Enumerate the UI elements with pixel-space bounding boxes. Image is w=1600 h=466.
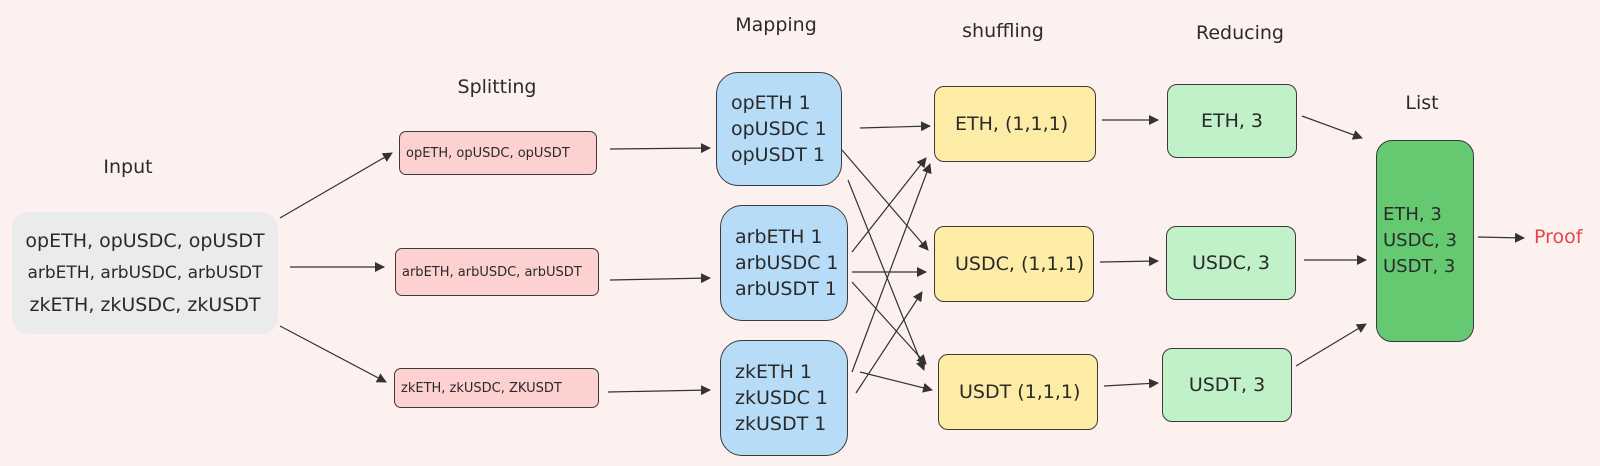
list-line-usdc: USDC, 3	[1383, 230, 1457, 251]
edge-input-split-3	[279, 325, 387, 383]
map-line: arbETH 1	[735, 226, 823, 248]
stage-label-splitting: Splitting	[457, 76, 537, 98]
map-line: opUSDC 1	[731, 118, 827, 140]
split-text-op: opETH, opUSDC, opUSDT	[406, 145, 570, 161]
edge-map1-usdt	[847, 179, 926, 371]
map-line: zkUSDT 1	[735, 413, 827, 435]
stage-label-list: List	[1405, 92, 1439, 114]
edge-map2-eth	[851, 157, 927, 253]
input-line-arb: arbETH, arbUSDC, arbUSDT	[27, 263, 263, 283]
shuffle-box-usdt: USDT (1,1,1)	[938, 354, 1098, 430]
map-box-zk: zkETH 1 zkUSDC 1 zkUSDT 1	[720, 340, 848, 456]
reduce-text-usdt: USDT, 3	[1188, 374, 1266, 396]
edge-split-map-1	[609, 143, 711, 154]
list-box: ETH, 3 USDC, 3 USDT, 3	[1376, 140, 1474, 342]
reduce-text-eth: ETH, 3	[1200, 110, 1264, 132]
edge-map3-eth	[851, 163, 932, 373]
edge-shuf-red-3	[1103, 378, 1159, 389]
map-line: opETH 1	[731, 92, 811, 114]
edge-split-map-2	[609, 273, 711, 284]
reduce-box-usdt: USDT, 3	[1162, 348, 1292, 422]
edge-map1-eth	[859, 121, 931, 132]
edge-map2-usdt	[851, 281, 927, 365]
edge-input-split-1	[279, 152, 393, 219]
reduce-box-usdc: USDC, 3	[1166, 226, 1296, 300]
stage-label-mapping: Mapping	[735, 14, 817, 36]
edge-red-list-3	[1295, 323, 1367, 367]
input-box: opETH, opUSDC, opUSDT arbETH, arbUSDC, a…	[12, 212, 278, 334]
proof-label: Proof	[1534, 226, 1583, 248]
edge-red-list-1	[1301, 115, 1363, 140]
shuffle-text-usdt: USDT (1,1,1)	[959, 381, 1081, 403]
shuffle-box-eth: ETH, (1,1,1)	[934, 86, 1096, 162]
split-box-arb: arbETH, arbUSDC, arbUSDT	[395, 248, 599, 296]
edge-map3-usdt	[859, 371, 933, 393]
reduce-box-eth: ETH, 3	[1167, 84, 1297, 158]
split-box-op: opETH, opUSDC, opUSDT	[399, 131, 597, 175]
split-box-zk: zkETH, zkUSDC, ZKUSDT	[394, 368, 599, 408]
split-text-zk: zkETH, zkUSDC, ZKUSDT	[401, 380, 562, 396]
edge-split-map-3	[607, 385, 711, 396]
stage-label-input: Input	[103, 156, 153, 178]
map-box-arb: arbETH 1 arbUSDC 1 arbUSDT 1	[720, 205, 848, 321]
reduce-text-usdc: USDC, 3	[1191, 252, 1271, 274]
shuffle-box-usdc: USDC, (1,1,1)	[934, 226, 1094, 302]
map-box-op: opETH 1 opUSDC 1 opUSDT 1	[716, 72, 842, 186]
shuffle-text-usdc: USDC, (1,1,1)	[955, 253, 1085, 275]
edge-map3-usdc	[855, 291, 923, 394]
list-line-eth: ETH, 3	[1383, 204, 1442, 225]
shuffle-text-eth: ETH, (1,1,1)	[955, 113, 1069, 135]
list-line-usdt: USDT, 3	[1383, 256, 1456, 277]
map-line: zkETH 1	[735, 361, 813, 383]
input-line-op: opETH, opUSDC, opUSDT	[25, 230, 265, 252]
stage-label-reducing: Reducing	[1196, 22, 1284, 44]
edge-map1-usdc	[841, 149, 929, 251]
split-text-arb: arbETH, arbUSDC, arbUSDT	[402, 264, 582, 280]
map-line: arbUSDT 1	[735, 278, 837, 300]
map-line: zkUSDC 1	[735, 387, 828, 409]
map-line: opUSDT 1	[731, 144, 826, 166]
edge-shuf-red-2	[1099, 256, 1159, 267]
input-line-zk: zkETH, zkUSDC, zkUSDT	[29, 294, 261, 316]
map-line: arbUSDC 1	[735, 252, 839, 274]
stage-label-shuffling: shuffling	[962, 20, 1044, 42]
edge-list-proof	[1477, 232, 1525, 243]
